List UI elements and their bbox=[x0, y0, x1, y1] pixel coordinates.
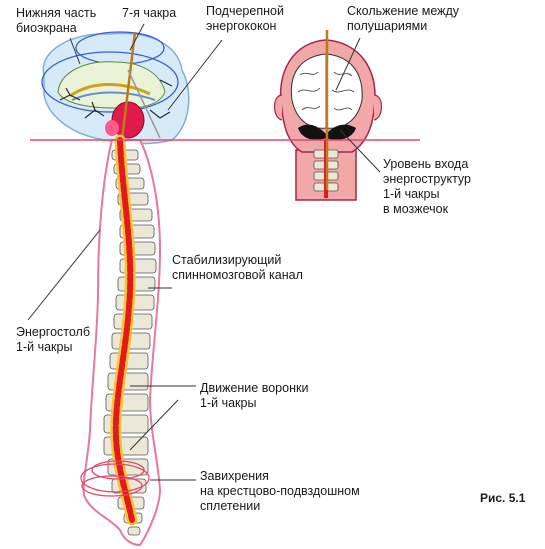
label-hemisphere-slide: Скольжение между полушариями bbox=[347, 4, 460, 33]
label-entry-level: Уровень входа энергоструктур 1-й чакры в… bbox=[383, 157, 471, 216]
bioscreen-wide-ellipse bbox=[41, 51, 179, 113]
back-view bbox=[273, 30, 383, 201]
sacral-swirls bbox=[80, 460, 150, 497]
label-chakra7: 7-я чакра bbox=[122, 6, 177, 20]
label-subcranial-cocoon: Подчерепной энергококон bbox=[206, 4, 284, 33]
cerebellum bbox=[298, 124, 356, 140]
figure-caption: Рис. 5.1 bbox=[480, 491, 526, 505]
leader-lines bbox=[27, 23, 381, 481]
label-swirls: Завихрения на крестцово-подвздошном спле… bbox=[200, 469, 360, 513]
label-energy-column: Энергостолб 1-й чакры bbox=[16, 325, 90, 354]
nerve-branches bbox=[59, 79, 173, 119]
label-stabilizing-canal: Стабилизирующий спинномозговой канал bbox=[172, 253, 303, 282]
label-lower-bioscreen: Нижняя часть биоэкрана bbox=[16, 6, 97, 35]
label-funnel-motion: Движение воронки 1-й чакры bbox=[200, 381, 309, 410]
side-view bbox=[41, 31, 190, 547]
chakra7-beam bbox=[120, 31, 137, 141]
